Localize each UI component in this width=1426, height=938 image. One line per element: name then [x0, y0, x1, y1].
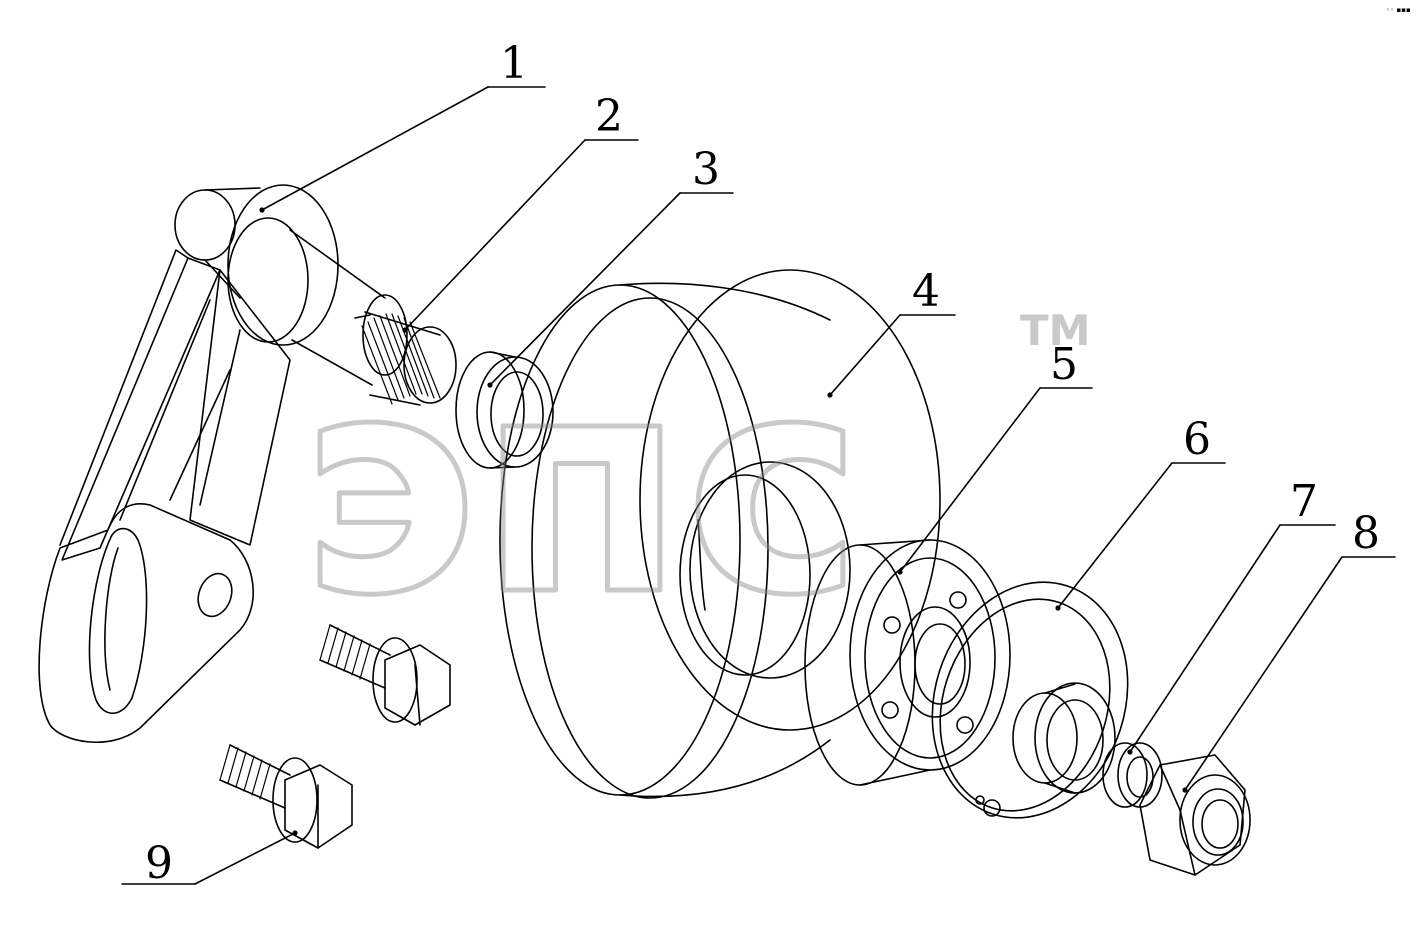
part-6-snap-ring: [931, 581, 1129, 819]
callout-6: 6: [1055, 414, 1226, 611]
part-3-spacer-ring: [455, 351, 554, 469]
callout-1: 1: [259, 38, 546, 213]
part-4-pulley-wheel: [499, 269, 941, 799]
callout-label-7: 7: [1290, 476, 1318, 527]
callout-label-4: 4: [912, 266, 940, 317]
watermark: эпс TM: [298, 306, 1091, 664]
callout-label-6: 6: [1183, 414, 1211, 465]
corner-mark: ◦◦ ▪▪▪: [1386, 6, 1411, 14]
callout-label-2: 2: [595, 91, 623, 142]
part-7-washer: [1012, 682, 1163, 808]
callout-3: 3: [487, 144, 734, 388]
part-1-bracket-arm: [38, 184, 457, 743]
callout-5: 5: [897, 339, 1093, 575]
callout-4: 4: [827, 266, 956, 398]
callout-label-3: 3: [692, 144, 720, 195]
callout-2: 2: [402, 91, 639, 333]
watermark-trademark: TM: [1020, 306, 1090, 355]
callout-8: 8: [1182, 508, 1396, 793]
callout-label-8: 8: [1352, 508, 1380, 559]
callout-9: 9: [121, 830, 298, 889]
part-8-hex-nut: [1139, 754, 1251, 876]
callout-label-5: 5: [1050, 339, 1078, 390]
part-5-ball-bearing: [804, 539, 1011, 786]
callout-label-9: 9: [145, 838, 173, 889]
part-9-flange-bolt-upper: [319, 624, 451, 726]
watermark-text: эпс: [300, 312, 863, 661]
callout-label-1: 1: [500, 38, 528, 89]
part-9-flange-bolt-lower: [219, 744, 353, 849]
callout-7: 7: [1127, 476, 1336, 755]
